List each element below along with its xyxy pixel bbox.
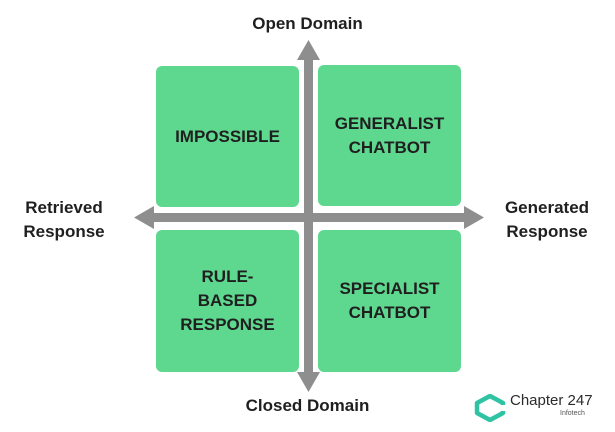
chapter247-logo-icon xyxy=(474,394,506,422)
quadrant-rule-based-response: RULE- BASED RESPONSE xyxy=(156,230,299,372)
horizontal-axis-line xyxy=(150,213,468,222)
quadrant-generalist-chatbot-label: GENERALIST CHATBOT xyxy=(334,113,445,157)
quadrant-rule-based-response-label: RULE- BASED RESPONSE xyxy=(180,267,275,334)
arrow-up-icon xyxy=(297,40,320,60)
arrow-left-icon xyxy=(134,206,154,229)
quadrant-impossible-label: IMPOSSIBLE xyxy=(175,126,280,146)
axis-label-retrieved-response: Retrieved Response xyxy=(23,198,105,241)
arrow-down-icon xyxy=(297,372,320,392)
quadrant-specialist-chatbot: SPECIALIST CHATBOT xyxy=(318,230,461,372)
quadrant-impossible: IMPOSSIBLE xyxy=(156,66,299,207)
arrow-right-icon xyxy=(464,206,484,229)
quadrant-generalist-chatbot: GENERALIST CHATBOT xyxy=(318,65,461,206)
axis-label-closed-domain: Closed Domain xyxy=(245,396,370,415)
quadrant-specialist-chatbot-label: SPECIALIST CHATBOT xyxy=(339,279,440,322)
company-logo: Chapter 247 Infotech xyxy=(474,392,606,424)
logo-subtitle: Infotech xyxy=(560,410,585,417)
axis-label-open-domain: Open Domain xyxy=(252,14,363,33)
logo-name: Chapter 247 xyxy=(510,392,593,409)
axis-label-generated-response: Generated Response xyxy=(504,198,590,241)
